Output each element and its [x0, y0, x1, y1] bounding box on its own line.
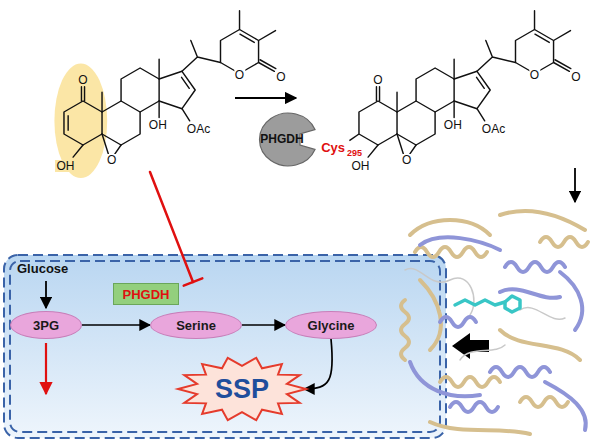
cell-band — [10, 261, 440, 432]
protein-ribbon — [540, 237, 588, 247]
steroid-skeleton — [64, 101, 102, 145]
protein-ribbon — [440, 377, 500, 387]
steroid-skeleton — [102, 101, 140, 145]
metabolite-ellipse: 3PG — [10, 311, 82, 339]
steroid-skeleton — [159, 71, 195, 108]
inhibition-line — [150, 172, 193, 282]
atom-label: O — [106, 154, 117, 166]
protein-ribbon — [460, 345, 505, 360]
protein-ribbon — [401, 211, 588, 434]
adduct-structure — [349, 11, 570, 157]
atom-label: O — [77, 74, 88, 86]
steroid-skeleton — [81, 87, 84, 101]
reaction-arrows — [574, 168, 576, 202]
protein-ribbon — [420, 280, 441, 350]
residue-label: Cys — [320, 141, 346, 154]
node-text: PHGDH — [260, 132, 303, 146]
steroid-skeleton — [221, 30, 259, 74]
steroid-skeleton — [102, 59, 159, 112]
inhibition-line — [150, 172, 202, 286]
node-text: Glycine — [308, 318, 355, 333]
protein-ribbon — [500, 211, 585, 230]
atom-label: O — [372, 74, 383, 86]
double-bond — [67, 115, 68, 130]
protein-ribbon — [430, 422, 530, 434]
protein-ribbon — [455, 296, 520, 312]
protein-ribbon — [560, 272, 582, 330]
steroid-skeleton — [182, 109, 190, 121]
steroid-skeleton — [158, 101, 159, 118]
protein-ribbon — [440, 317, 476, 327]
ring-highlight — [54, 64, 107, 178]
protein-ribbon — [490, 367, 550, 377]
reaction-arrows — [235, 98, 575, 202]
enzyme-outline — [260, 113, 315, 166]
atom-label: O — [401, 154, 412, 166]
adduct-structure — [359, 11, 571, 157]
protein-ribbon — [410, 237, 586, 430]
steroid-skeleton — [240, 34, 254, 42]
protein-ribbon — [410, 362, 480, 396]
atom-label: OH — [55, 160, 75, 172]
atom-label: O — [234, 69, 245, 81]
node-text: Serine — [176, 318, 216, 333]
residue-label: 295 — [346, 149, 363, 158]
protein-ribbon — [415, 247, 487, 257]
steroid-skeleton — [240, 11, 276, 41]
cell-band — [4, 255, 446, 438]
metabolite-ellipse: Serine — [150, 311, 242, 339]
atom-label: OH — [443, 119, 463, 131]
flow-arrow — [304, 339, 332, 389]
metabolite-label: Glucose — [16, 262, 69, 275]
protein-ribbon — [450, 402, 498, 412]
node-text: SSP — [215, 374, 269, 405]
inhibition-line — [184, 278, 203, 285]
pathway-starburst: SSP — [178, 357, 306, 421]
steroid-skeleton — [64, 11, 276, 157]
reaction-arrows — [235, 97, 296, 99]
atom-label: O — [570, 71, 581, 83]
steroid-skeleton — [259, 60, 276, 72]
block-arrow — [452, 333, 489, 359]
pathway-arrows — [45, 343, 47, 394]
protein-ribbon — [505, 296, 520, 312]
atom-label: OAc — [481, 123, 506, 135]
enzyme-box: PHGDH — [113, 283, 179, 305]
atom-label: O — [529, 69, 540, 81]
protein-ribbon — [520, 397, 568, 407]
flow-arrow — [82, 324, 150, 326]
steroid-skeleton — [102, 134, 121, 154]
protein-ribbon — [505, 262, 565, 272]
steroid-skeleton — [121, 68, 159, 112]
ring-highlight — [54, 64, 107, 178]
cell-band — [4, 255, 446, 438]
node-text: 3PG — [33, 318, 59, 333]
node-text: PHGDH — [123, 287, 170, 302]
protein-ribbon — [545, 382, 586, 430]
atom-label: OH — [148, 119, 168, 131]
protein-ribbon — [520, 308, 565, 320]
protein-ribbon — [420, 237, 500, 250]
protein-ribbon — [410, 220, 490, 235]
atom-label: OH — [350, 160, 370, 172]
steroid-skeleton — [73, 145, 83, 157]
atom-label: OAc — [186, 123, 211, 135]
enzyme-shape: PHGDH — [258, 112, 318, 167]
protein-ribbon — [455, 300, 505, 305]
pathway-arrows — [45, 281, 47, 308]
protein-ribbon — [401, 211, 588, 434]
metabolite-ellipse: Glycine — [285, 311, 377, 339]
withanolide-structure — [64, 11, 276, 157]
steroid-skeleton — [182, 41, 221, 72]
flow-arrow — [242, 324, 285, 326]
starburst-outline — [178, 358, 306, 420]
atom-label: O — [275, 71, 286, 83]
protein-ribbon — [401, 300, 409, 360]
protein-ribbon — [500, 330, 580, 360]
cys-bond — [349, 134, 359, 141]
steroid-skeleton — [182, 77, 190, 88]
